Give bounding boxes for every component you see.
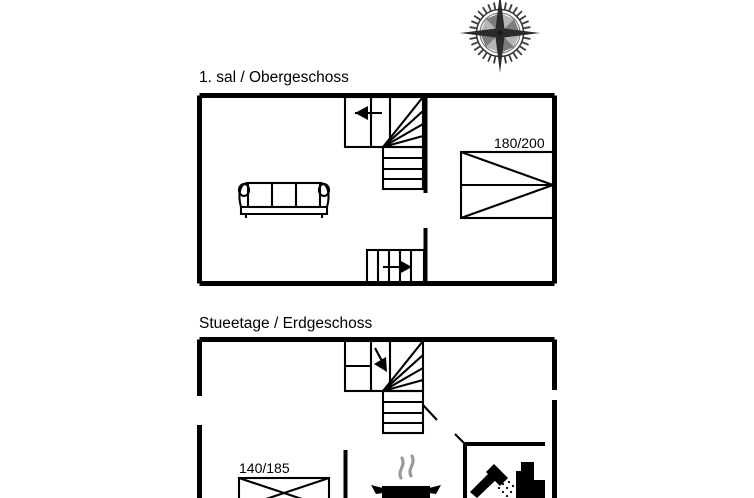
upper-floor-label: 1. sal / Obergeschoss — [199, 69, 349, 86]
compass-rose-icon — [460, 0, 540, 73]
ground-floor-plan: 140/185 — [197, 337, 557, 498]
toilet-icon — [516, 462, 545, 498]
bed-140-185 — [237, 476, 331, 498]
ground-floor-walls — [197, 337, 557, 498]
stair-direction-arrow-down-right — [374, 347, 387, 372]
ground-winder-staircase — [343, 339, 438, 435]
ground-floor-label: Stueetage / Erdgeschoss — [199, 315, 372, 332]
stair-direction-arrow-left — [355, 106, 382, 120]
stair-direction-arrow-right — [383, 260, 412, 274]
stove-icon — [371, 454, 441, 498]
bed-upper-dimension-label: 180/200 — [494, 135, 545, 151]
upper-floor-plan: 180/200 — [197, 93, 557, 286]
upper-winder-staircase — [343, 95, 425, 191]
compass-needle — [460, 0, 540, 73]
sofa-icon — [237, 181, 331, 218]
bed-ground-dimension-label: 140/185 — [239, 460, 290, 476]
shower-icon — [470, 464, 515, 498]
bathroom-walls — [454, 433, 545, 498]
upper-straight-staircase — [365, 248, 426, 285]
bed-180-200 — [459, 150, 555, 220]
